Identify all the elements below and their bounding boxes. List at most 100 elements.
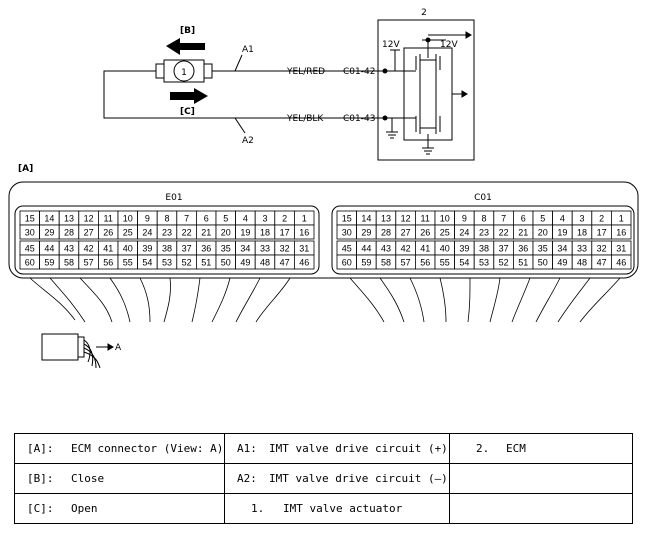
connector-pin-number: 15 — [25, 214, 35, 224]
connector-pin-number: 42 — [84, 244, 94, 254]
legend-cell — [449, 463, 633, 494]
connector-pin-number: 28 — [381, 228, 391, 238]
connector-pin-number: 6 — [521, 214, 526, 224]
ecm-number: 2 — [421, 8, 427, 18]
close-arrow-icon — [166, 38, 205, 55]
connector-pin-number: 20 — [538, 228, 548, 238]
connector-pin-number: 49 — [557, 258, 567, 268]
connector-pin-number: 50 — [221, 258, 231, 268]
connector-pin-number: 32 — [597, 244, 607, 254]
voltage-right: 12V — [440, 40, 458, 50]
connector-pin-number: 4 — [243, 214, 248, 224]
connector-pin-number: 52 — [499, 258, 509, 268]
connector-pin-number: 21 — [518, 228, 528, 238]
connector-pin-number: 37 — [182, 244, 192, 254]
open-label: [C] — [180, 107, 195, 117]
connector-pin-number: 42 — [401, 244, 411, 254]
connector-pin-cell — [611, 224, 632, 240]
connector-pin-number: 18 — [260, 228, 270, 238]
connector-pin-number: 44 — [361, 244, 371, 254]
connector-pin-number: 11 — [104, 214, 113, 224]
legend-row: [B]:Close A2: IMT valve drive circuit (–) — [14, 463, 633, 494]
connector-pin-number: 24 — [459, 228, 469, 238]
connector-left-housing — [14, 205, 320, 275]
connector-pin-number: 41 — [103, 244, 113, 254]
connector-pin-number: 20 — [221, 228, 231, 238]
connector-pin-number: 7 — [184, 214, 189, 224]
connector-pin-number: 58 — [381, 258, 391, 268]
connector-pin-number: 5 — [540, 214, 545, 224]
legend-key: [A]: — [27, 442, 54, 455]
connector-pin-number: 38 — [162, 244, 172, 254]
connector-pin-number: 27 — [84, 228, 94, 238]
connector-pin-number: 5 — [223, 214, 228, 224]
connector-pin-number: 58 — [64, 258, 74, 268]
connector-view-label: [A] — [18, 164, 33, 174]
connector-pin-number: 24 — [142, 228, 152, 238]
wire-top-color: YEL/RED — [286, 67, 325, 77]
connector-pin-number: 36 — [518, 244, 528, 254]
wire-bottom — [103, 70, 385, 119]
legend-key: [C]: — [27, 502, 54, 515]
connector-pin-number: 55 — [440, 258, 450, 268]
legend-key: [B]: — [27, 472, 54, 485]
connector-pin-number: 33 — [577, 244, 587, 254]
connector-pin-number: 23 — [162, 228, 172, 238]
connector-pin-number: 37 — [499, 244, 509, 254]
terminal-top: C01-42 — [343, 67, 375, 77]
connector-pin-number: 10 — [440, 214, 450, 224]
connector-pin-number: 12 — [401, 214, 411, 224]
actuator-motor-symbol — [173, 60, 195, 82]
actuator-shaft-left — [155, 63, 165, 79]
legend-key: 2. — [476, 442, 490, 455]
actuator-shaft-right — [203, 63, 213, 79]
connector-pin-number: 50 — [538, 258, 548, 268]
wire-a1-leader — [234, 54, 243, 72]
connector-pin-number: 29 — [44, 228, 54, 238]
connector-outline — [8, 181, 639, 279]
connector-pin-number: 56 — [420, 258, 430, 268]
connector-pin-number: 31 — [616, 244, 626, 254]
connector-pin-number: 39 — [142, 244, 152, 254]
connector-pin-number: 14 — [44, 214, 54, 224]
wiring-diagram: 1 [B] [C] A1 A2 YEL/RED YEL/BLK C01-42 C… — [8, 8, 639, 369]
connector-pin-number: 22 — [182, 228, 192, 238]
connector-pin-cell — [293, 254, 315, 270]
connector-pin-cell — [293, 224, 315, 240]
connector-pin-number: 57 — [401, 258, 411, 268]
connector-pin-number: 12 — [84, 214, 94, 224]
connector-pin-number: 16 — [299, 228, 309, 238]
legend-cell: [B]:Close — [14, 463, 225, 494]
connector-pin-number: 41 — [420, 244, 430, 254]
legend-cell: 2. ECM — [449, 433, 633, 464]
legend-text: IMT valve drive circuit (–) — [269, 472, 448, 485]
connector-pin-number: 45 — [342, 244, 352, 254]
actuator-circuit — [103, 54, 385, 134]
connector-pin-number: 3 — [262, 214, 267, 224]
voltage-left: 12V — [382, 40, 400, 50]
connector-pin-number: 15 — [342, 214, 352, 224]
connector-pin-number: 21 — [201, 228, 211, 238]
legend-text: IMT valve actuator — [283, 502, 403, 515]
connector-pin-number: 3 — [579, 214, 584, 224]
connector-view-icon — [41, 333, 114, 369]
connector-pin-number: 28 — [64, 228, 74, 238]
wire-bottom-color: YEL/BLK — [286, 114, 324, 124]
connector-right-housing — [331, 205, 635, 275]
connector-pin-number: 40 — [440, 244, 450, 254]
connector-pin-number: 10 — [123, 214, 133, 224]
legend-cell: 1. IMT valve actuator — [224, 493, 450, 524]
connector-pin-number: 53 — [479, 258, 489, 268]
connector-pin-number: 48 — [260, 258, 270, 268]
connector-left-name: E01 — [165, 193, 182, 203]
legend-text: ECM — [506, 442, 526, 455]
connector-pin-number: 26 — [420, 228, 430, 238]
wire-a1-label: A1 — [242, 45, 254, 55]
legend-key: 1. — [251, 502, 265, 515]
legend-key: A2: — [237, 472, 257, 485]
connector-pin-number: 17 — [597, 228, 607, 238]
legend-text: ECM connector (View: A) — [71, 442, 224, 455]
legend-cell: [C]:Open — [14, 493, 225, 524]
connector-pin-number: 8 — [164, 214, 169, 224]
